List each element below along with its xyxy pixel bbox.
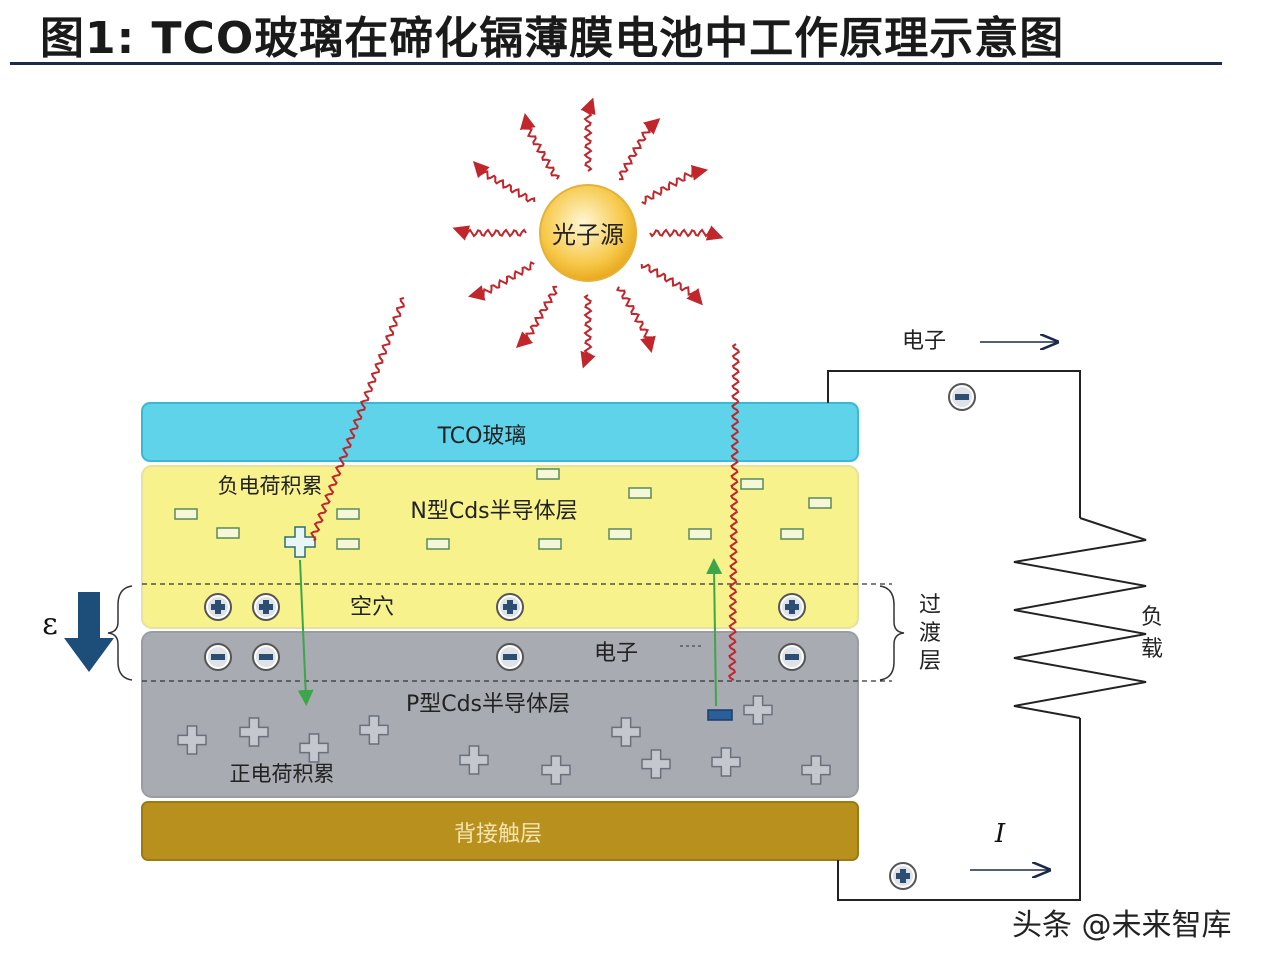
sun-icon	[539, 184, 637, 282]
electron-icon	[252, 643, 280, 671]
positive-charge-icon	[459, 745, 489, 775]
electron-icon	[707, 709, 733, 721]
hole-icon	[496, 593, 524, 621]
electric-field-symbol: ε	[42, 607, 58, 642]
electron-transfer-arrow	[706, 558, 723, 707]
negative-charge-icon	[336, 508, 360, 520]
negative-charge-accumulation-label: 负电荷积累	[218, 474, 323, 498]
right-brace	[879, 585, 905, 681]
negative-charge-icon	[174, 508, 198, 520]
circuit-electron-label: 电子	[902, 329, 946, 354]
transition-label-3: 层	[919, 649, 941, 674]
n-type-layer	[141, 465, 859, 629]
positive-charge-icon	[541, 755, 571, 785]
electron-icon	[496, 643, 524, 671]
negative-charge-icon	[628, 487, 652, 499]
negative-charge-icon	[538, 538, 562, 550]
sun-rays	[452, 97, 724, 369]
sun-ray	[640, 263, 703, 306]
sun-ray	[519, 112, 561, 180]
back-contact-label: 背接触层	[454, 822, 542, 847]
negative-charge-icon	[688, 528, 712, 540]
negative-charge-icon	[808, 497, 832, 509]
n-type-layer-label: N型Cds半导体层	[410, 499, 577, 524]
sun-ray	[641, 164, 709, 206]
current-label: I	[994, 819, 1006, 849]
positive-charge-icon	[239, 717, 269, 747]
negative-charge-icon	[216, 527, 240, 539]
sun-ray	[618, 118, 661, 181]
positive-charge-icon	[743, 695, 773, 725]
charge-symbols	[174, 468, 832, 785]
sun-ray	[515, 285, 558, 349]
hole-icon	[252, 593, 280, 621]
positive-charge-icon	[359, 715, 389, 745]
incoming-photon	[310, 297, 405, 542]
sun-ray	[580, 294, 596, 369]
sun-label: 光子源	[552, 221, 624, 249]
negative-charge-icon	[740, 478, 764, 490]
negative-charge-icon	[426, 538, 450, 550]
watermark: 头条 @未来智库	[1012, 908, 1232, 943]
tco-glass-label: TCO玻璃	[437, 424, 527, 449]
sun-ray	[580, 97, 596, 172]
incoming-photon	[727, 343, 741, 681]
sun-ray	[468, 260, 535, 301]
positive-charge-accumulation-label: 正电荷积累	[230, 762, 335, 786]
positive-charge-icon	[177, 725, 207, 755]
positive-charge-icon	[641, 749, 671, 779]
positive-charge-icon	[284, 526, 316, 558]
electron-icon	[204, 643, 232, 671]
p-type-layer	[141, 631, 859, 798]
sun-ray	[472, 160, 536, 203]
positive-charge-icon	[801, 755, 831, 785]
positive-charge-icon	[711, 747, 741, 777]
positive-charge-icon	[611, 717, 641, 747]
sun-ray	[649, 225, 724, 241]
hole-transfer-arrow	[297, 559, 314, 706]
electric-field-arrow	[64, 592, 114, 672]
load-resistor	[1013, 517, 1147, 719]
load-label-2: 载	[1141, 637, 1163, 662]
electron-icon	[778, 643, 806, 671]
tco-glass-layer	[141, 402, 859, 462]
transition-label-1: 过	[919, 593, 941, 618]
p-type-layer-label: P型Cds半导体层	[406, 692, 570, 717]
circuit-electron-icon	[948, 383, 976, 411]
transition-label-2: 渡	[919, 621, 941, 646]
positive-charge-icon	[299, 733, 329, 763]
electron-label: 电子	[594, 641, 638, 666]
negative-charge-icon	[780, 528, 804, 540]
negative-charge-icon	[536, 468, 560, 480]
page-title: 图1: TCO玻璃在碲化镉薄膜电池中工作原理示意图	[40, 13, 1065, 64]
sun-ray	[615, 286, 656, 353]
sun-ray	[452, 225, 527, 241]
circuit-wire-top	[827, 370, 1081, 518]
incoming-photons	[310, 297, 741, 681]
left-brace	[107, 585, 133, 681]
negative-charge-icon	[336, 538, 360, 550]
hole-label: 空穴	[350, 595, 394, 620]
hole-icon	[204, 593, 232, 621]
hole-icon	[778, 593, 806, 621]
title-underline	[10, 62, 1222, 65]
circuit-wire-bottom	[837, 718, 1081, 901]
negative-charge-icon	[608, 528, 632, 540]
back-contact-layer	[141, 801, 859, 861]
circuit-hole-icon	[889, 862, 917, 890]
load-label-1: 负	[1141, 605, 1163, 630]
